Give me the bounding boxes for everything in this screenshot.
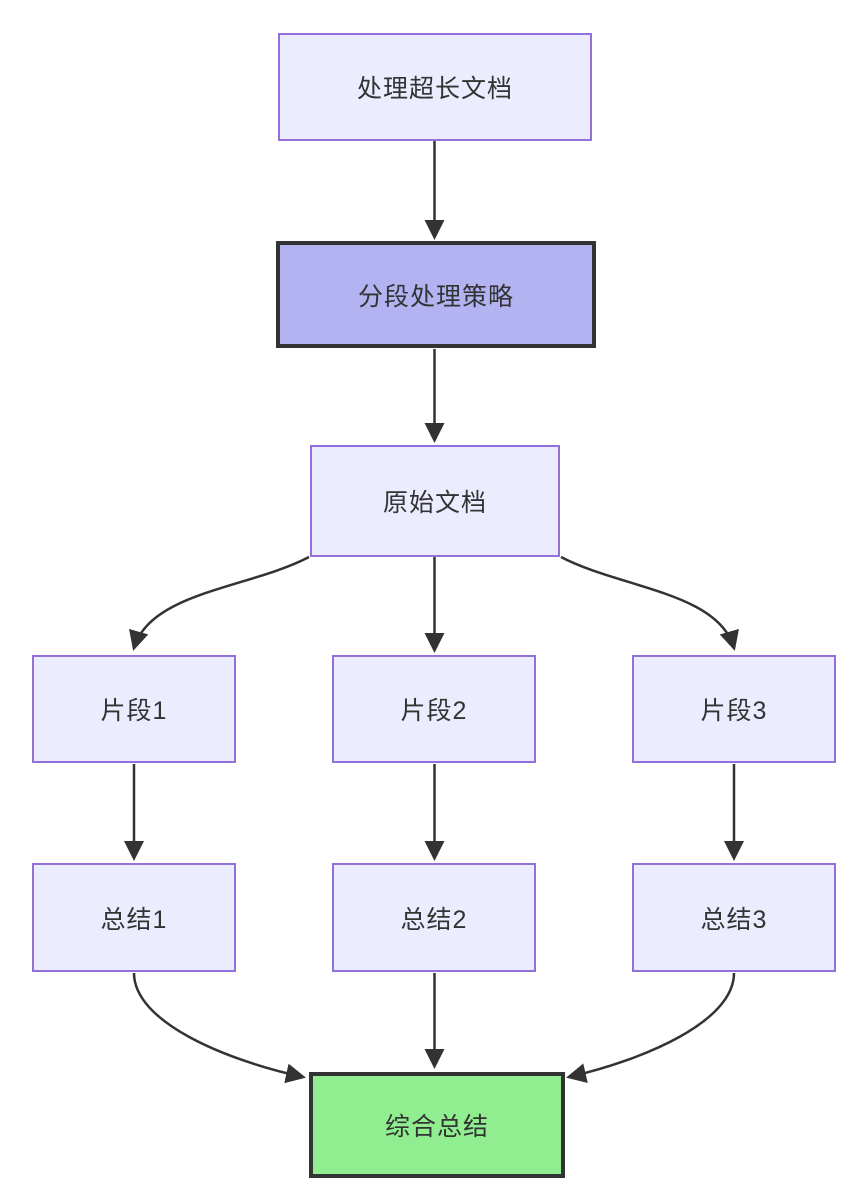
node-label: 总结3: [700, 905, 768, 934]
node-label: 综合总结: [384, 1113, 489, 1141]
node-final-summary: 综合总结: [309, 1072, 565, 1178]
node-process-long-doc: 处理超长文档: [278, 33, 592, 141]
node-summary2: 总结2: [332, 863, 536, 972]
edge-summary3-to-final: [566, 972, 736, 1083]
node-segmentation-strategy: 分段处理策略: [276, 241, 596, 348]
node-summary3: 总结3: [632, 863, 836, 972]
node-original-doc: 原始文档: [310, 445, 560, 557]
node-summary1: 总结1: [32, 863, 236, 972]
node-label: 总结2: [400, 905, 468, 934]
node-label: 原始文档: [382, 489, 487, 517]
node-fragment3: 片段3: [632, 655, 836, 763]
edge-original-to-fragment3: [560, 555, 739, 651]
edge-summary1-to-final: [132, 972, 306, 1084]
node-fragment2: 片段2: [332, 655, 536, 763]
node-fragment1: 片段1: [32, 655, 236, 763]
node-label: 片段3: [700, 697, 768, 725]
node-label: 总结1: [100, 905, 168, 934]
node-label: 片段1: [100, 697, 168, 725]
edge-original-to-fragment1: [129, 555, 310, 651]
node-label: 处理超长文档: [356, 75, 513, 103]
node-label: 片段2: [400, 697, 468, 725]
node-label: 分段处理策略: [357, 282, 514, 311]
